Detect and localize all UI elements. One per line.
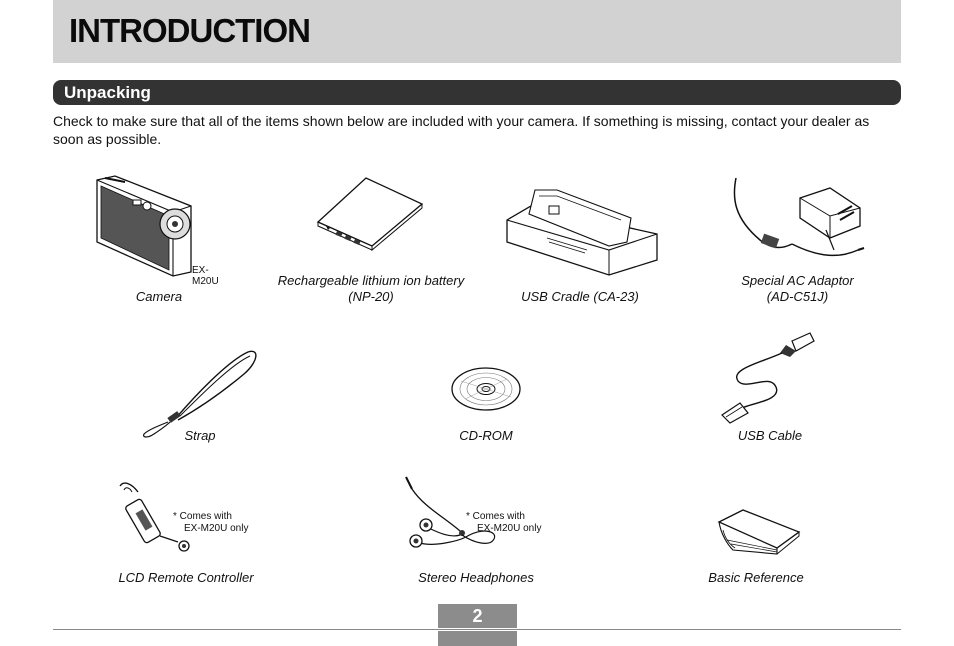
camera-caption: Camera (135, 289, 183, 304)
camera-item: EX-M20U (95, 175, 219, 287)
cradle-caption: USB Cradle (CA-23) (521, 289, 639, 304)
headphones-item (404, 476, 499, 557)
battery-caption-line1: Rechargeable lithium ion battery (277, 273, 465, 288)
cd-rom-icon (451, 367, 521, 411)
lcd-remote-controller-icon (119, 482, 190, 552)
headphones-note-line2: EX-M20U only (477, 523, 542, 534)
footer-rule (53, 629, 901, 630)
basic-reference-booklet-icon (717, 509, 801, 555)
stereo-headphones-icon (405, 476, 496, 548)
headphones-note-line1: * Comes with (466, 511, 525, 522)
strap-caption: Strap (184, 428, 216, 443)
page-title: INTRODUCTION (69, 12, 311, 49)
headphones-caption: Stereo Headphones (418, 570, 534, 585)
usb-cable-item (720, 332, 815, 424)
usb-cable-icon (721, 332, 815, 424)
reference-item (717, 509, 801, 555)
battery-caption-line2: (NP-20) (348, 289, 394, 304)
remote-note-line2: EX-M20U only (184, 523, 249, 534)
intro-text: Check to make sure that all of the items… (53, 113, 870, 147)
battery-icon (316, 177, 424, 252)
adaptor-caption-line1: Special AC Adaptor (741, 273, 854, 288)
title-bar: INTRODUCTION (53, 0, 901, 63)
adaptor-caption-line2: (AD-C51J) (766, 289, 829, 304)
cdrom-caption: CD-ROM (459, 428, 513, 443)
page-number-box: 2 (438, 604, 517, 628)
strap-item (140, 350, 258, 440)
cradle-item (506, 189, 659, 276)
remote-caption: LCD Remote Controller (118, 570, 254, 585)
page-number-box-lower (438, 631, 517, 646)
remote-note-line1: * Comes with (173, 511, 232, 522)
adaptor-item (730, 177, 865, 268)
camera-model-label: EX-M20U (192, 265, 219, 287)
strap-icon (143, 350, 257, 438)
usb-cable-caption: USB Cable (737, 428, 803, 443)
usb-cradle-icon (506, 189, 658, 276)
reference-caption: Basic Reference (708, 570, 804, 585)
camera-icon (96, 175, 192, 277)
ac-adaptor-icon (733, 177, 865, 257)
page-number: 2 (472, 606, 483, 626)
section-title: Unpacking (64, 83, 151, 102)
section-header: Unpacking (53, 80, 901, 105)
cdrom-item (451, 367, 521, 411)
remote-item (118, 480, 193, 555)
battery-item (316, 176, 424, 252)
